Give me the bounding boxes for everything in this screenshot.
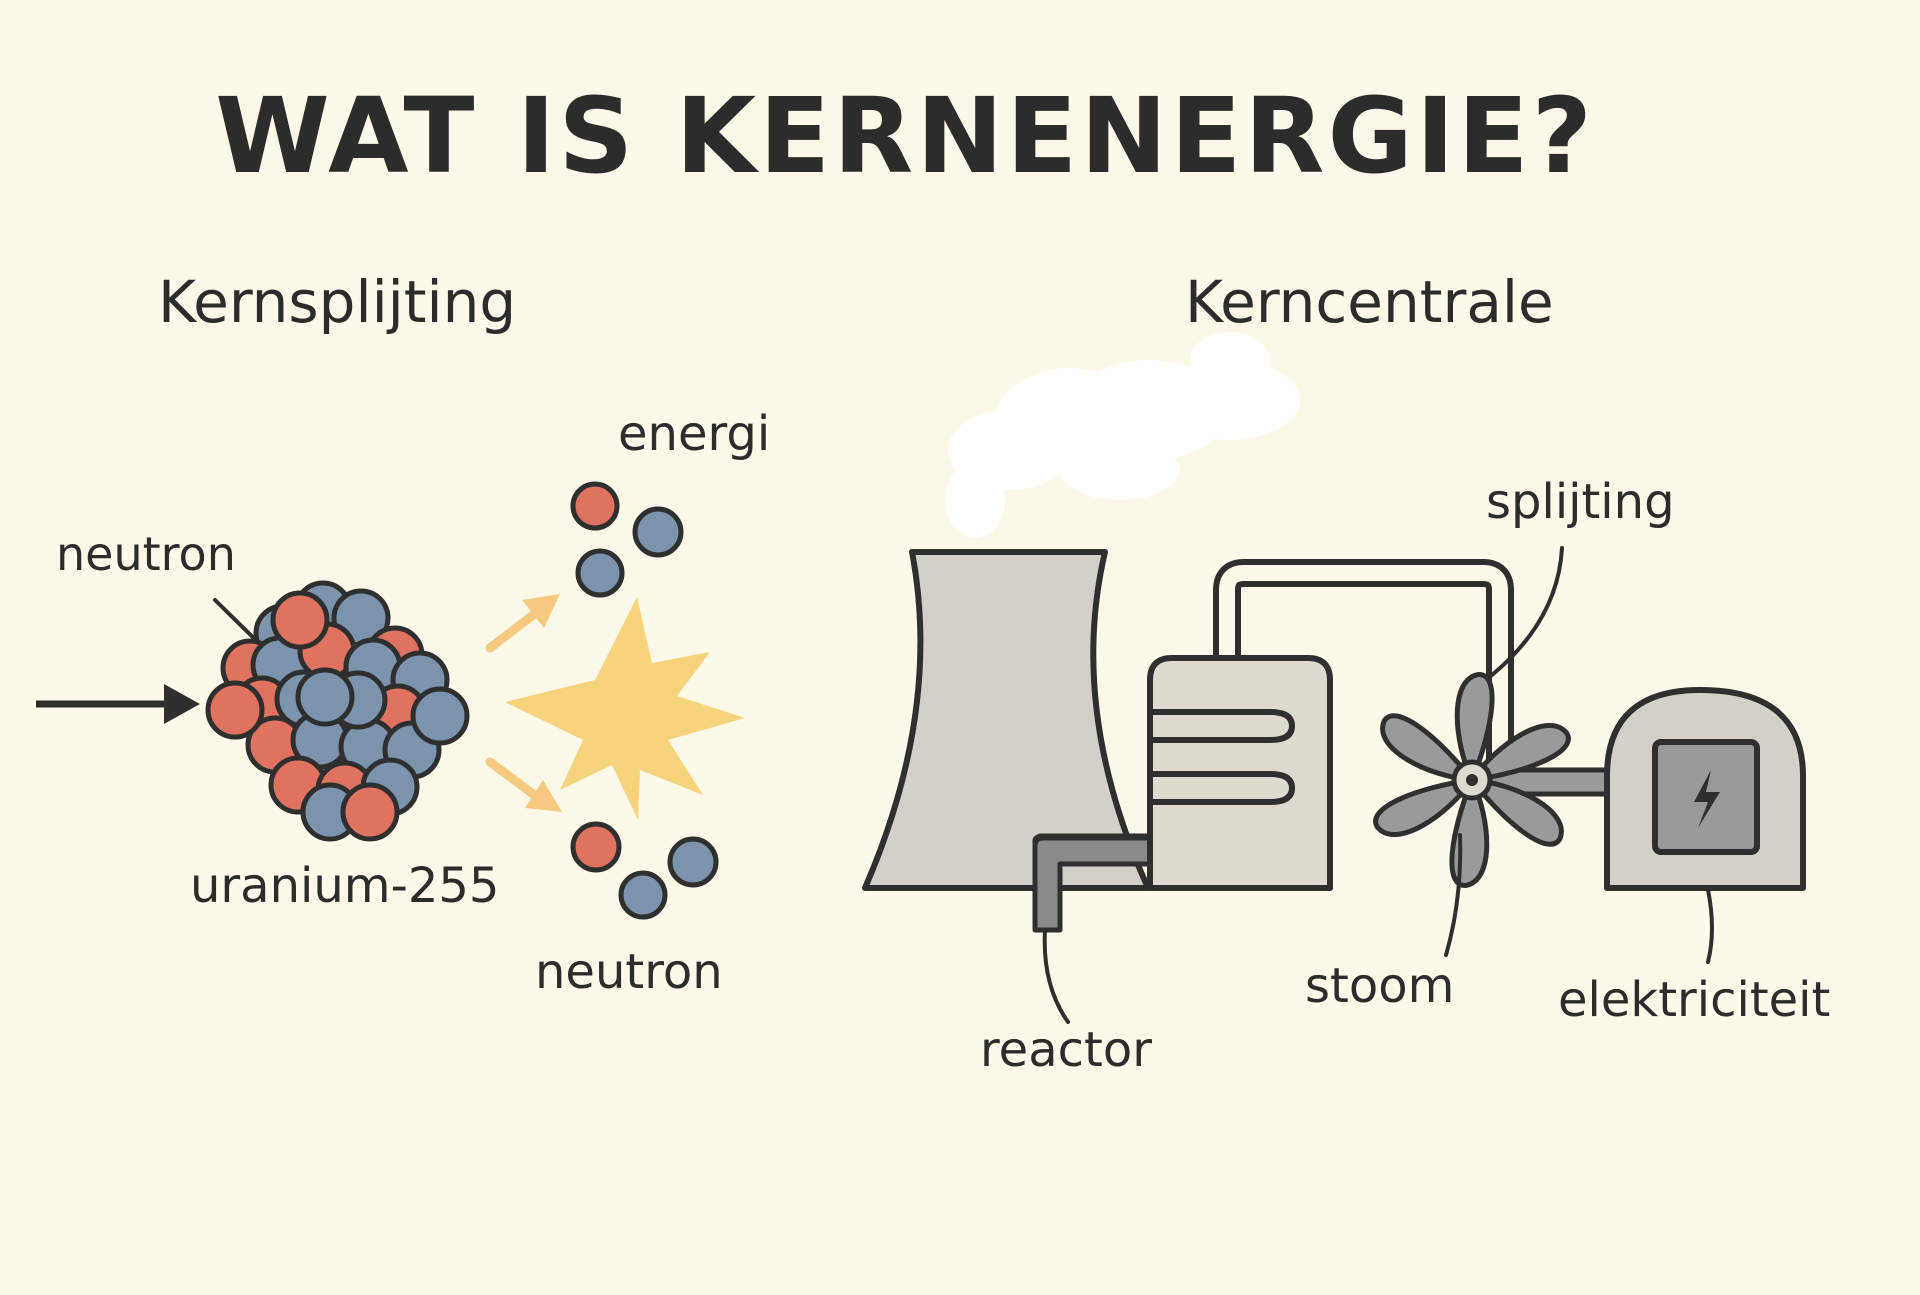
label-energy: energi [618,406,770,462]
label-fission: splijting [1486,474,1675,530]
proton-particle [340,782,400,842]
label-neutron-in: neutron [56,527,236,581]
label-neutron-out: neutron [535,944,723,1000]
lower-particles [570,821,719,920]
proton-particle [570,821,622,873]
proton-particle [570,481,620,531]
energy-burst-icon [505,597,745,820]
turbine-blade [1469,777,1564,847]
steam-cloud-icon [945,332,1300,538]
neutron-particle [667,836,719,888]
leader-electricity [1706,888,1714,964]
turbine-axle [1466,774,1478,786]
arrow-upper-icon [485,594,560,653]
leader-reactor [1042,928,1070,1024]
reactor-pipe-body [1032,835,1153,933]
turbine-blade [1469,723,1571,783]
fission-heading: Kernsplijting [158,268,516,336]
page-title: WAT IS KERNENERGIE? [215,75,1595,197]
proton-particle [205,680,265,740]
leader-fission [1490,546,1564,677]
leader-steam [1444,833,1463,957]
lightning-bolt-icon [1694,770,1720,828]
label-steam: stoom [1305,958,1454,1014]
fission-panel: Kernsplijting neutron uranium-255 [36,268,770,1000]
turbine-blade [1454,672,1495,783]
label-reactor: reactor [980,1022,1152,1078]
neutron-particle [618,870,668,920]
power-plant-panel: Kerncentrale [862,268,1830,1078]
label-uranium: uranium-255 [190,858,499,914]
neutron-particle [575,548,625,598]
neutron-particle [410,686,470,746]
incoming-arrow-icon [36,684,200,724]
arrow-lower-icon [485,757,562,812]
power-plant-heading: Kerncentrale [1185,268,1554,336]
upper-particles [570,481,684,598]
turbine-blade [1373,777,1475,837]
neutron-particle [632,506,684,558]
leader-lines [1042,546,1714,1024]
label-electricity: elektriciteit [1558,972,1830,1028]
uranium-nucleus [205,580,470,842]
energy-arrows [485,594,562,812]
proton-particle [270,590,330,650]
neutron-particle [295,667,355,727]
turbine-blade [1380,713,1475,783]
heat-exchanger-coils [1147,709,1296,805]
